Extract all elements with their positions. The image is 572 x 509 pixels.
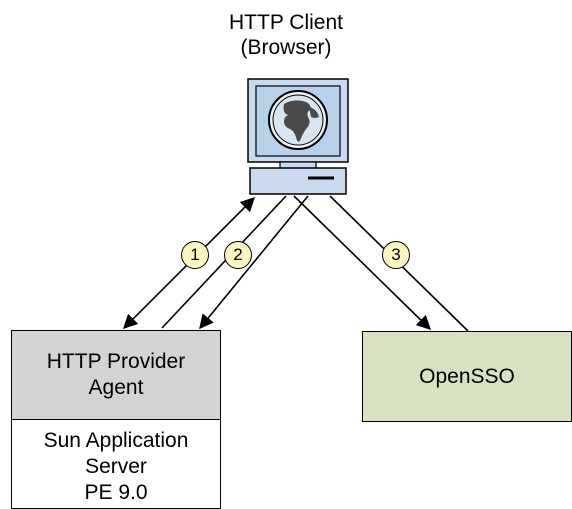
server-label-line2: Server — [85, 455, 147, 478]
step-2-badge: 2 — [224, 241, 252, 269]
client-title: HTTP Client (Browser) — [186, 10, 386, 60]
agent-label-line2: Agent — [88, 376, 144, 399]
arrow-3 — [293, 195, 432, 331]
opensso-box: OpenSSO — [362, 331, 572, 422]
step-3-badge: 3 — [382, 241, 410, 269]
client-title-line2: (Browser) — [240, 36, 332, 59]
opensso-label: OpenSSO — [419, 364, 515, 388]
agent-box: HTTP Provider Agent — [11, 330, 221, 420]
desktop-computer-globe-icon — [247, 78, 349, 195]
agent-label-line1: HTTP Provider — [46, 350, 186, 373]
server-label-line1: Sun Application — [43, 429, 189, 452]
server-box: Sun Application Server PE 9.0 — [11, 419, 221, 509]
arrow-2 — [161, 195, 287, 329]
step-1-badge: 1 — [181, 241, 209, 269]
arrow-2-return — [199, 195, 309, 330]
client-title-line1: HTTP Client — [229, 11, 343, 34]
server-label-line3: PE 9.0 — [84, 481, 148, 504]
